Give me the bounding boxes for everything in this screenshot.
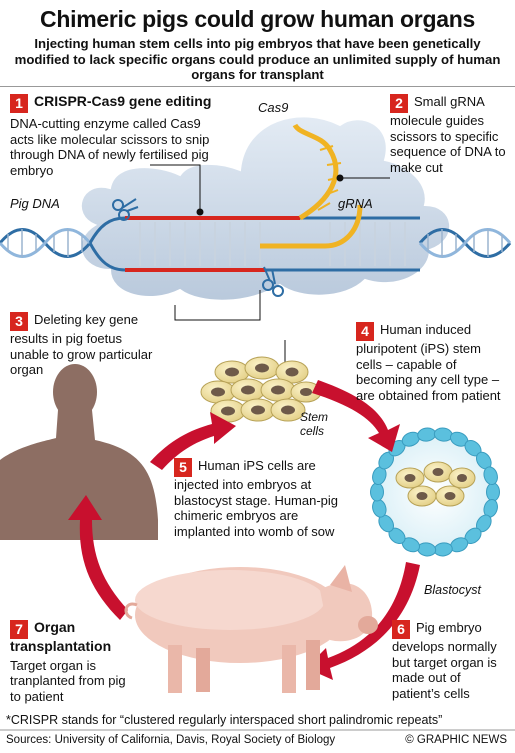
page-title: Chimeric pigs could grow human organs bbox=[40, 6, 475, 32]
page-subtitle: Injecting human stem cells into pig embr… bbox=[14, 36, 501, 82]
step-7-text: Target organ is tranplanted from pig to … bbox=[10, 657, 126, 704]
step-5-number: 5 bbox=[174, 458, 192, 477]
step-1: 1 CRISPR-Cas9 gene editing DNA-cutting en… bbox=[10, 93, 225, 178]
step-6-text: Pig embryo develops normally but target … bbox=[392, 620, 497, 701]
step-3-text: Deleting key gene results in pig foetus … bbox=[10, 312, 153, 377]
blastocyst-ring-cell bbox=[370, 482, 384, 502]
step-7-number: 7 bbox=[10, 620, 28, 639]
scissors-icon-lower bbox=[262, 266, 284, 297]
step-7-heading: Organ transplantation bbox=[10, 619, 112, 654]
credit-line: © GRAPHIC NEWS bbox=[405, 734, 507, 746]
stem-cells-cluster bbox=[200, 356, 322, 423]
human-patient-silhouette bbox=[0, 364, 158, 540]
label-stem-cells: Stem cells bbox=[300, 410, 329, 438]
step-5-text: Human iPS cells are injected into embryo… bbox=[174, 458, 339, 539]
step-1-text: DNA-cutting enzyme called Cas9 acts like… bbox=[10, 116, 210, 178]
cas9-enzyme-cloud bbox=[79, 115, 451, 302]
pig-illustration bbox=[124, 565, 378, 693]
label-blastocyst: Blastocyst bbox=[424, 583, 481, 597]
header-divider bbox=[0, 86, 515, 87]
blastocyst bbox=[370, 427, 500, 557]
step-4-number: 4 bbox=[356, 322, 374, 341]
step-4-text: Human induced pluripotent (iPS) stem cel… bbox=[356, 322, 501, 403]
scissors-icon bbox=[112, 198, 139, 221]
label-pig-dna: Pig DNA bbox=[10, 196, 60, 211]
blastocyst-ring-cell bbox=[483, 466, 498, 486]
step-1-heading: CRISPR-Cas9 gene editing bbox=[34, 93, 212, 109]
pig-dna-helix bbox=[0, 216, 512, 272]
step-6-number: 6 bbox=[392, 620, 410, 639]
step-1-number: 1 bbox=[10, 94, 28, 113]
step-2-text: Small gRNA molecule guides scissors to s… bbox=[390, 94, 506, 175]
crispr-footnote: *CRISPR stands for “clustered regularly … bbox=[6, 713, 443, 727]
step-2-number: 2 bbox=[390, 94, 408, 113]
label-cas9: Cas9 bbox=[258, 100, 289, 115]
label-grna: gRNA bbox=[338, 196, 373, 211]
sources-line: Sources: University of California, Davis… bbox=[6, 734, 336, 746]
step-3-number: 3 bbox=[10, 312, 28, 331]
blastocyst-ring-cell bbox=[486, 482, 500, 502]
